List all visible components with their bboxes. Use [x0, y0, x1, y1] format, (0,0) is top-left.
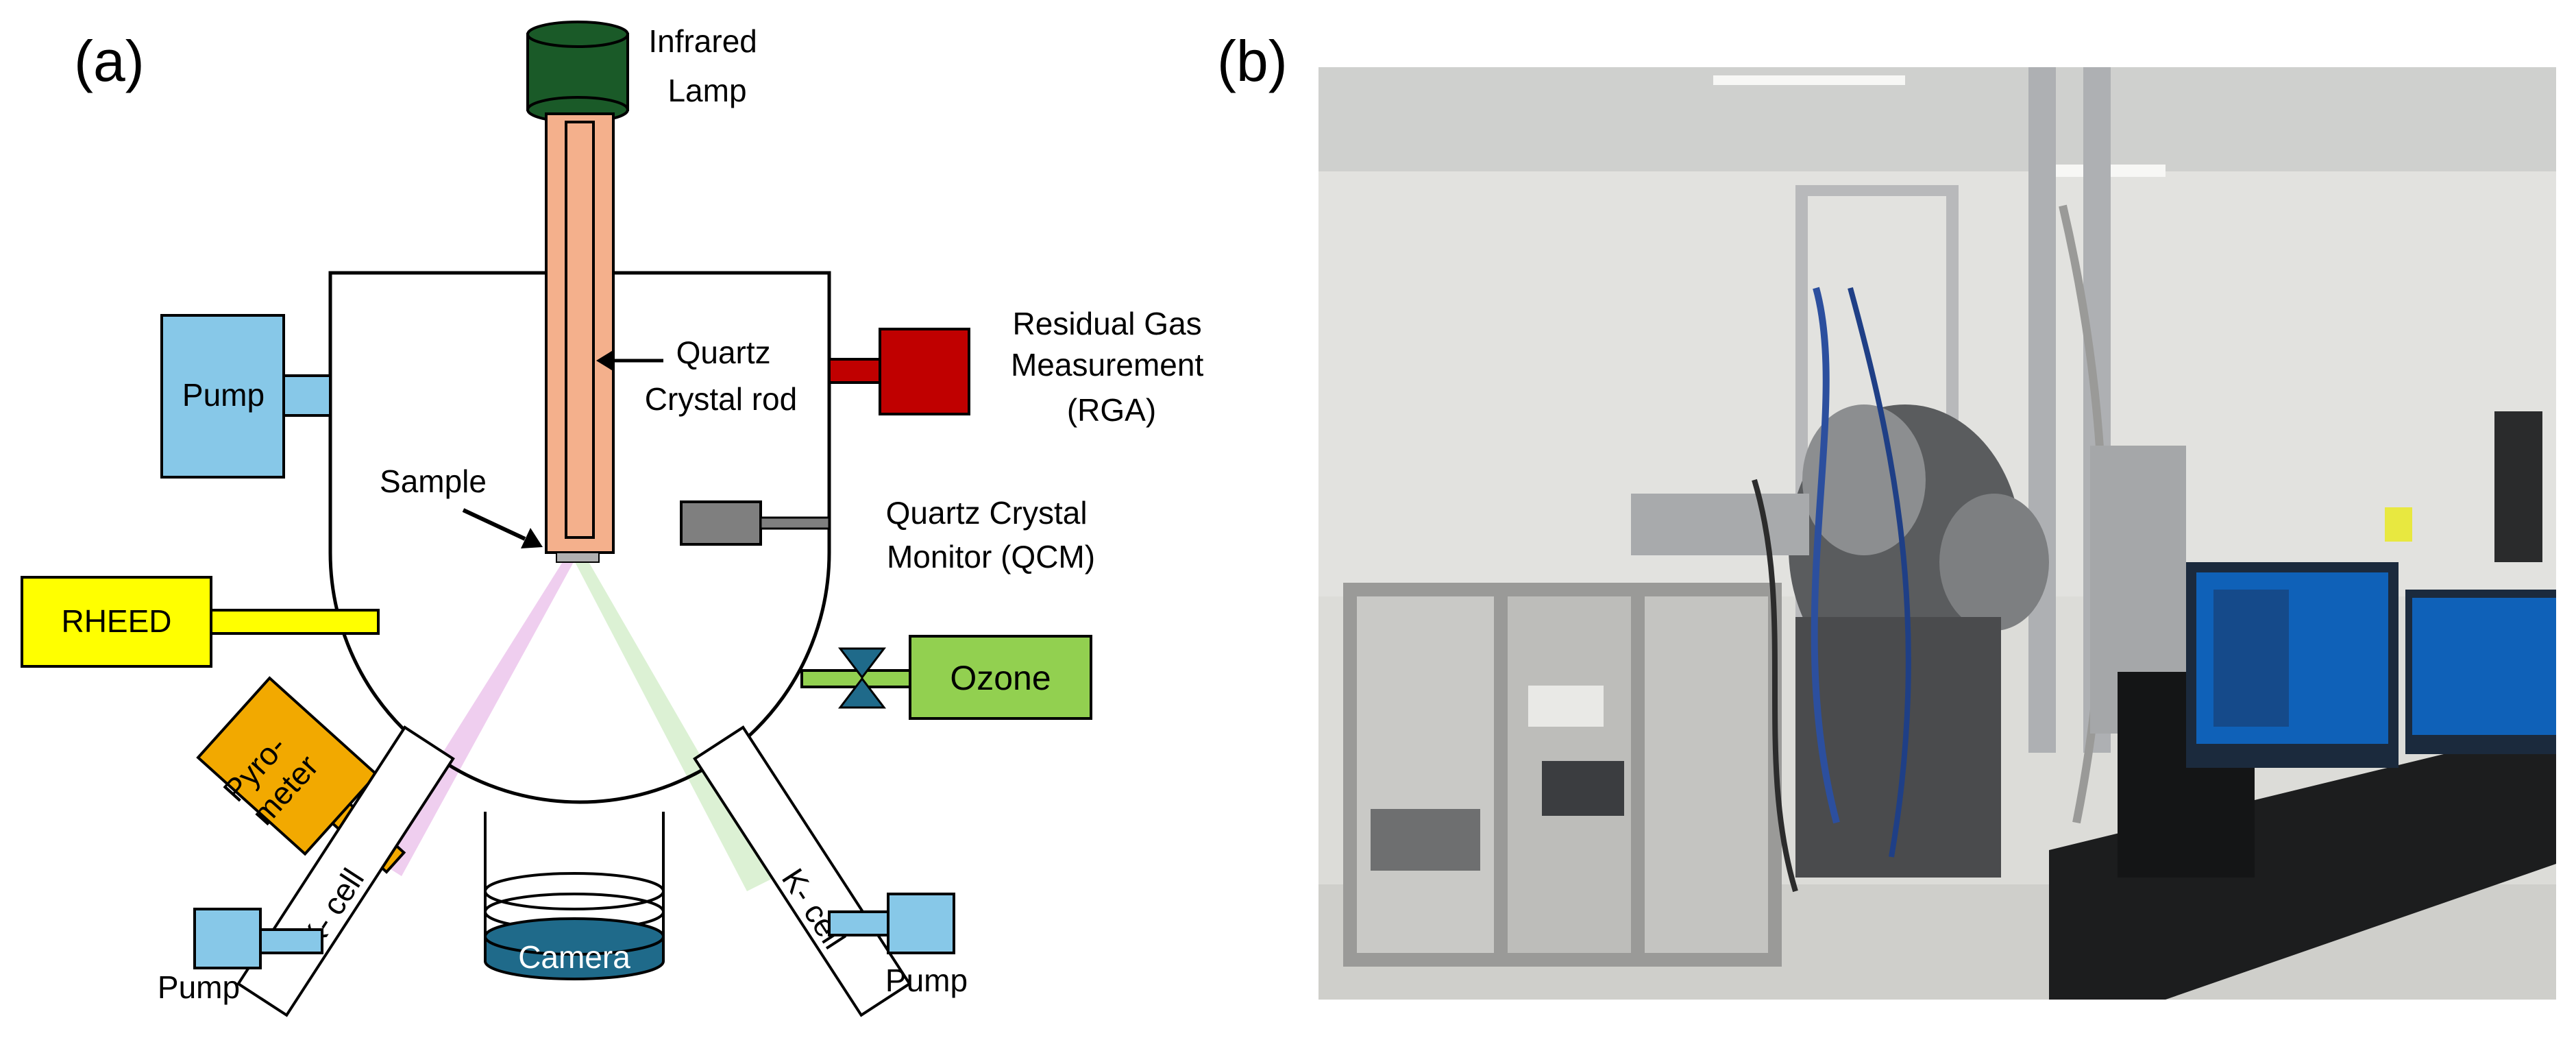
pump-bottom-right [887, 893, 955, 954]
ozone-box [909, 635, 1092, 720]
quartz-rod-arrowhead [596, 350, 614, 372]
pump-bottom-left-label: Pump [158, 969, 240, 1005]
sample-label: Sample [380, 463, 487, 499]
pump-left-label: Pump [182, 377, 265, 413]
quartz-rod-label: Quartz Crystal rod [645, 335, 797, 417]
panel-b-label: (b) [1217, 29, 1288, 93]
quartz-rod-inner [565, 121, 595, 539]
qcm-body [680, 500, 762, 546]
panel-b: (b) [1217, 29, 2556, 1000]
quartz-rod [545, 112, 615, 554]
rga-label: Residual Gas Measurement (RGA) [1011, 306, 1212, 428]
camera-icon [484, 812, 665, 980]
vacuum-chamber [328, 271, 831, 804]
ozone-label: Ozone [950, 659, 1051, 697]
rheed-box [21, 576, 212, 668]
rheed-arm [208, 609, 380, 635]
sample-holder [556, 552, 600, 563]
pump-bottom-right-flange [828, 910, 891, 936]
pump-bottom-right-label: Pump [885, 963, 968, 998]
pump-bottom-left-flange [258, 928, 323, 954]
kcell-beam-right [574, 561, 772, 891]
rga-flange [828, 358, 883, 384]
mbe-system-photo [1318, 67, 2556, 1000]
camera-label: Camera [518, 939, 630, 975]
pump-left-flange [281, 374, 332, 417]
qcm-arm [759, 516, 831, 530]
pump-left [160, 314, 285, 479]
rga-box [879, 328, 970, 415]
qcm-label: Quartz Crystal Monitor (QCM) [886, 495, 1096, 575]
k-cell-right [693, 725, 911, 1017]
pump-bottom-left [193, 908, 262, 969]
ozone-valve-icon [837, 647, 887, 709]
infrared-lamp-label: Infrared Lamp [648, 23, 765, 108]
panel-a-label: (a) [74, 29, 145, 93]
sample-arrowhead [521, 528, 543, 548]
infrared-lamp-icon [526, 21, 629, 123]
rheed-label: RHEED [61, 603, 171, 639]
panel-a: (a) Infrared Lamp Quartz Crystal rod Sam… [21, 21, 1212, 1017]
sample-arrow [462, 508, 526, 541]
